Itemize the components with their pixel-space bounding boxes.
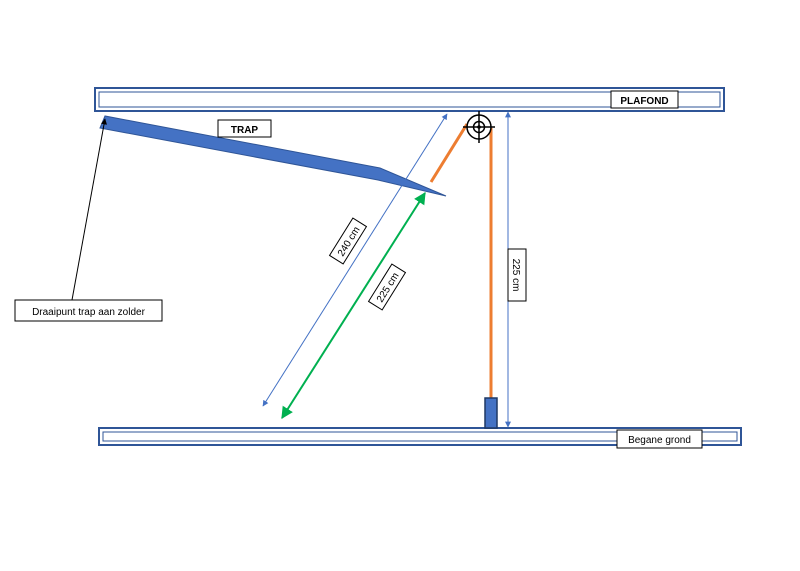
dimension-label-diagonal-green-group: 225 cm [367, 263, 407, 311]
dimension-label-vertical: 225 cm [510, 259, 521, 292]
ceiling-beam: PLAFOND [94, 87, 725, 112]
counterweight [484, 397, 498, 429]
dimension-label-vertical-group: 225 cm [507, 248, 527, 302]
rope-stair-segment [429, 123, 469, 183]
crosshair-pulley-icon [463, 111, 495, 143]
dimension-label-diagonal-blue-group: 240 cm [328, 217, 368, 265]
stair-shape [99, 115, 447, 197]
ground-label-box [616, 429, 703, 449]
ground-label: Begane grond [628, 435, 691, 446]
dimension-arrow-diagonal-green [281, 191, 426, 420]
ceiling-label: PLAFOND [620, 96, 668, 107]
stair-label: TRAP [231, 125, 259, 136]
pivot-label-box [14, 299, 163, 322]
pivot-leader-arrow [71, 118, 107, 301]
pivot-label: Draaipunt trap aan zolder [32, 307, 146, 318]
ground-beam: Begane grond [98, 427, 742, 449]
ceiling-label-box [610, 90, 679, 109]
